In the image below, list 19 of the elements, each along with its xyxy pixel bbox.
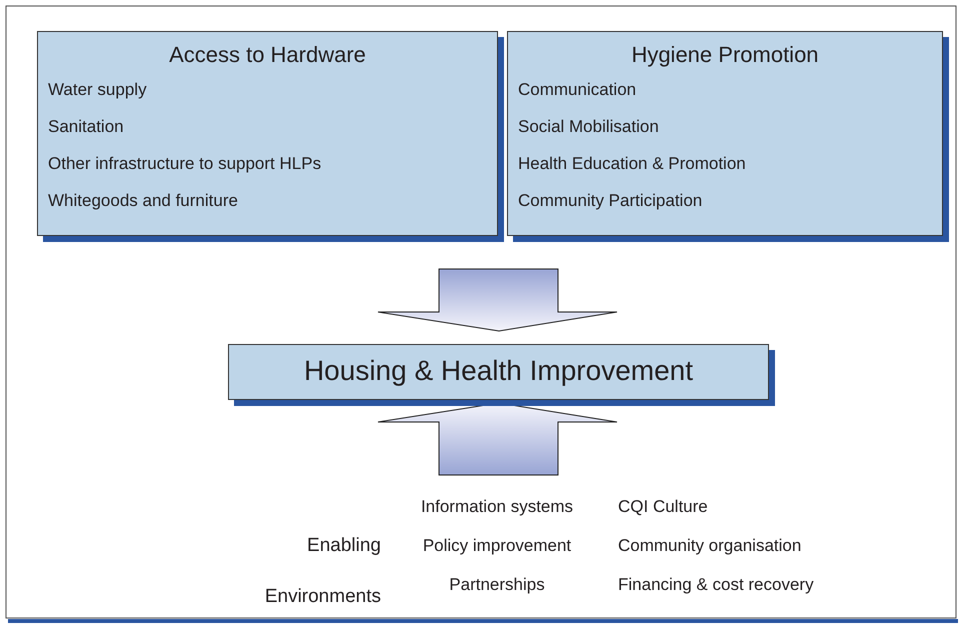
list-item: CQI Culture bbox=[618, 497, 709, 517]
list-item: Other infrastructure to support HLPs bbox=[48, 154, 322, 174]
list-item: Whitegoods and furniture bbox=[48, 191, 238, 211]
list-item: Financing & cost recovery bbox=[618, 575, 815, 595]
list-item: Social Mobilisation bbox=[518, 117, 659, 137]
box-heading: Access to Hardware bbox=[168, 42, 367, 68]
list-item: Sanitation bbox=[48, 117, 124, 137]
box-heading: Hygiene Promotion bbox=[630, 42, 820, 68]
list-item: Health Education & Promotion bbox=[518, 154, 746, 174]
list-item: Communication bbox=[518, 80, 636, 100]
list-item: Policy improvement bbox=[422, 536, 572, 556]
list-item: Community Participation bbox=[518, 191, 702, 211]
category-label: Enabling Environments bbox=[264, 534, 381, 609]
list-item: Water supply bbox=[48, 80, 147, 100]
box-title: Housing & Health Improvement bbox=[302, 355, 694, 388]
list-item: Partnerships bbox=[448, 575, 546, 595]
list-item: Information systems bbox=[420, 497, 574, 517]
list-item: Community organisation bbox=[618, 536, 802, 556]
block-arrow bbox=[378, 268, 618, 332]
